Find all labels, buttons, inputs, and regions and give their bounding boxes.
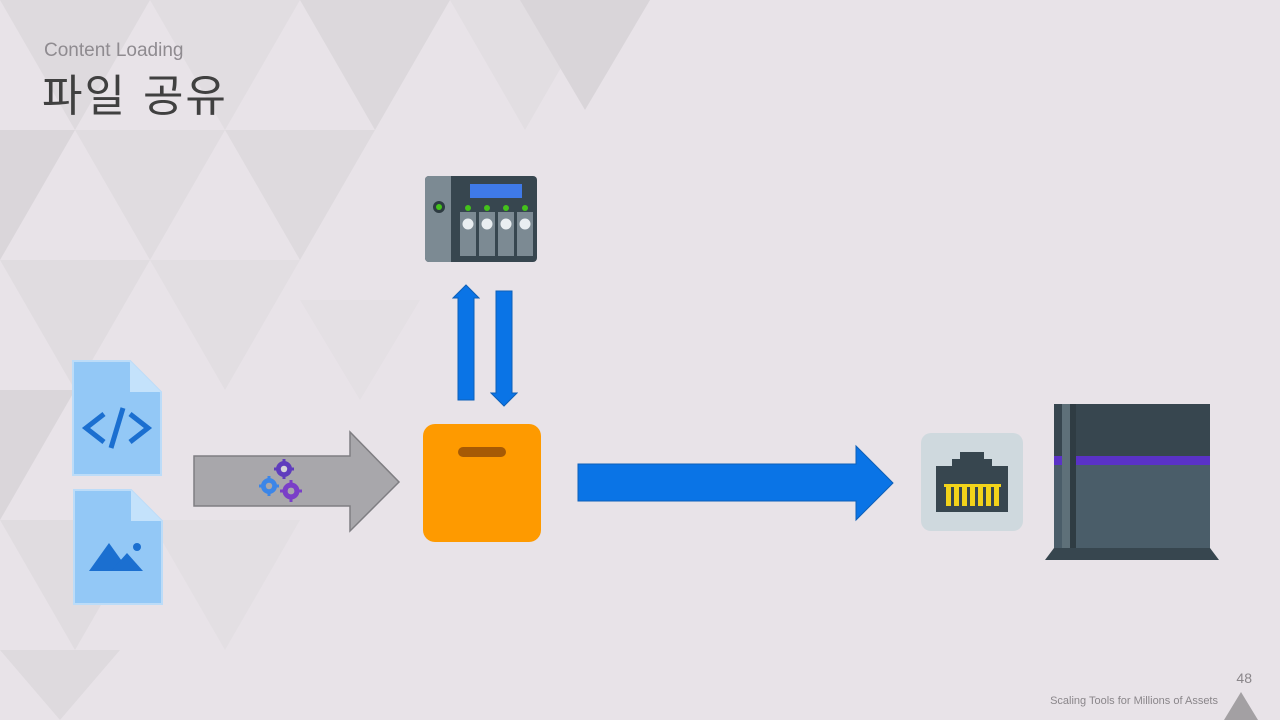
footer-text: Scaling Tools for Millions of Assets <box>1050 695 1218 707</box>
page-number: 48 <box>1236 670 1252 686</box>
game-console-icon <box>1045 404 1219 560</box>
ethernet-port-icon <box>921 433 1023 531</box>
nas-server-icon <box>425 176 537 262</box>
transfer-arrow <box>577 444 894 522</box>
upload-arrow <box>452 284 480 401</box>
gears-icon <box>259 459 302 502</box>
slide-title: 파일 공유 <box>42 71 228 122</box>
slide-subtitle: Content Loading <box>44 40 184 61</box>
process-arrow <box>193 430 401 533</box>
download-arrow <box>490 290 518 407</box>
corner-triangle-icon <box>1224 692 1258 720</box>
package-box-icon <box>423 424 541 542</box>
code-file-icon <box>72 360 162 476</box>
image-file-icon <box>73 489 163 605</box>
